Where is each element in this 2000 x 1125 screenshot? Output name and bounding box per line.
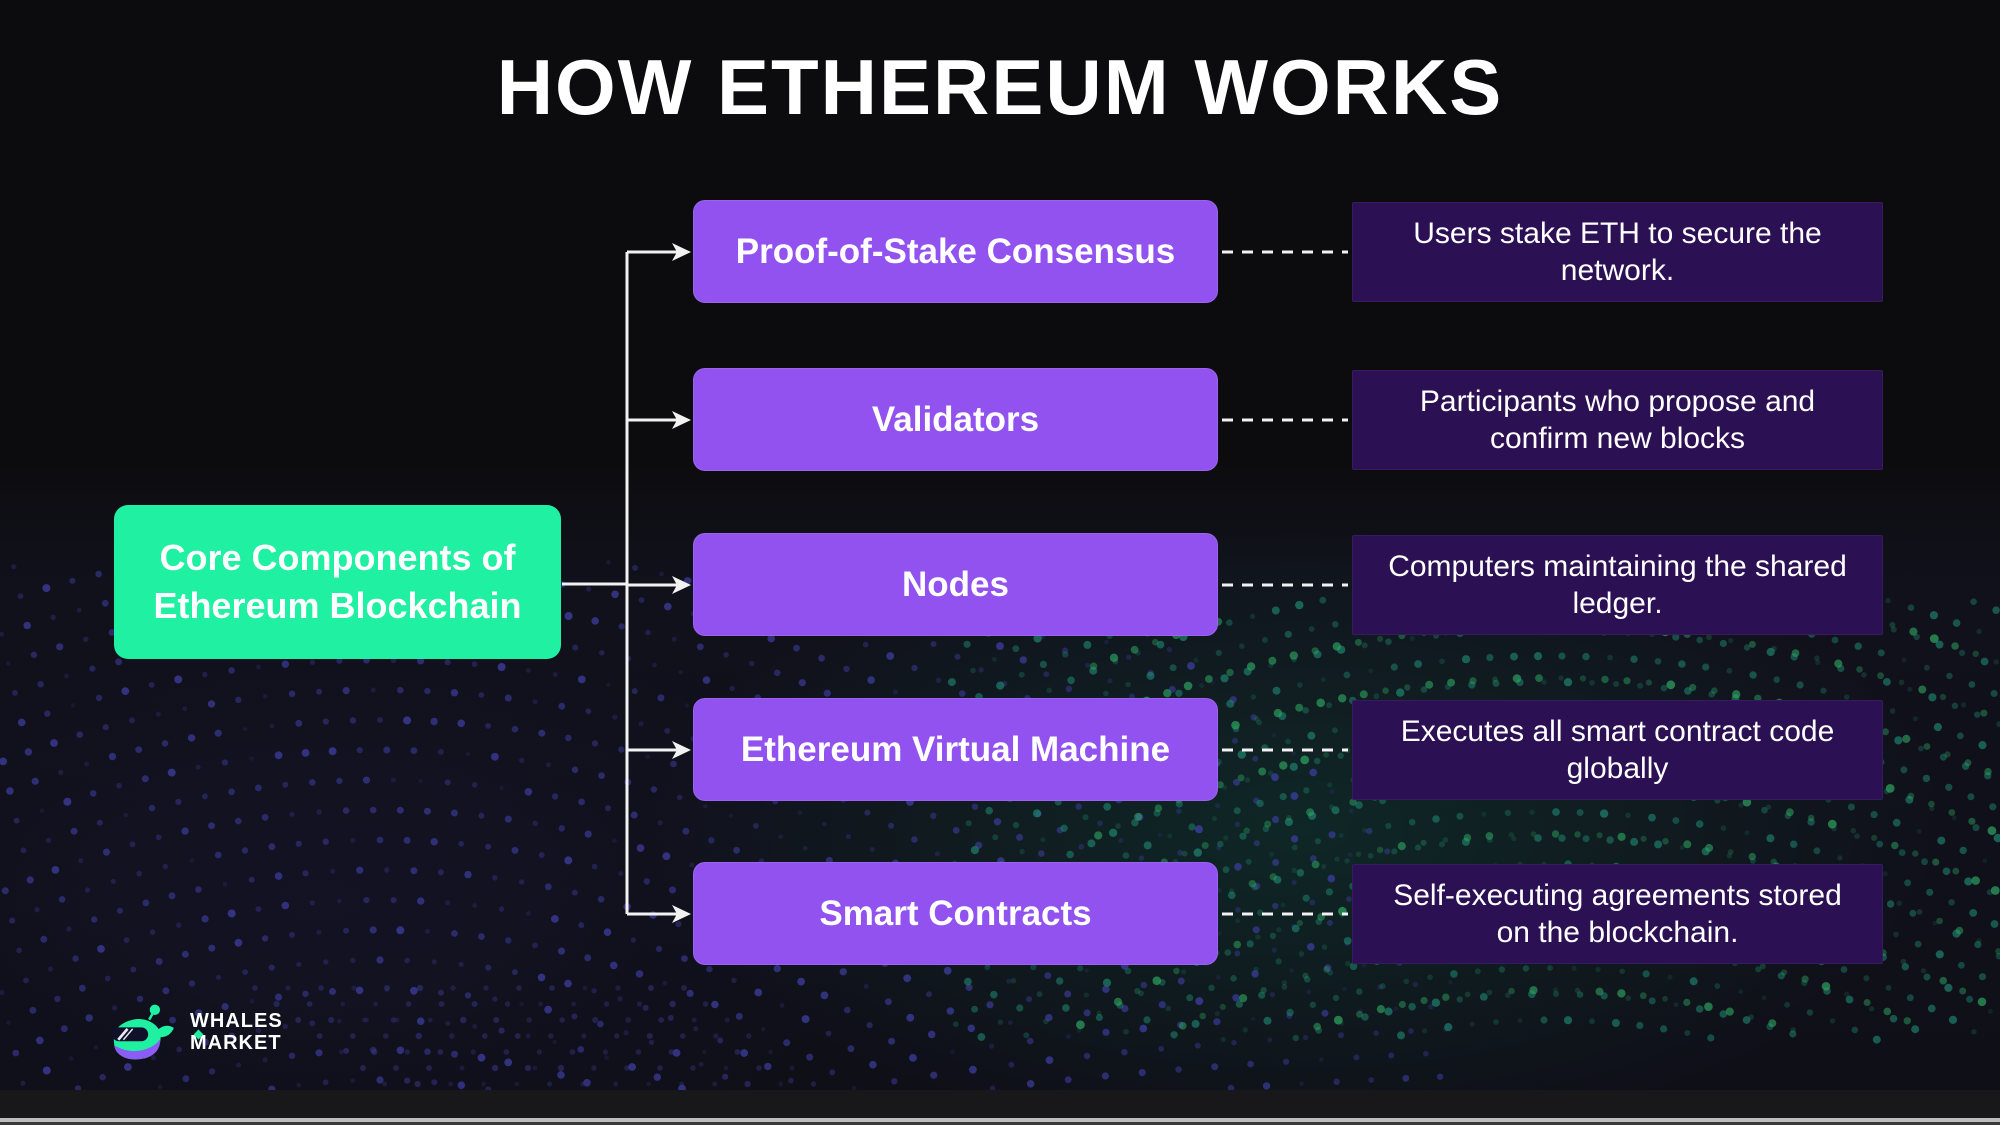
description-text: Executes all smart contract code globall… xyxy=(1400,714,1835,785)
logo-wordmark: WHALES MARKET xyxy=(190,1010,283,1054)
component-box-smart-contracts: Smart Contracts xyxy=(693,862,1218,965)
description-box-proof-of-stake: Users stake ETH to secure the network. xyxy=(1352,202,1883,302)
description-box-validators: Participants who propose and confirm new… xyxy=(1352,370,1883,470)
component-box-validators: Validators xyxy=(693,368,1218,471)
logo-line-2: MARKET xyxy=(190,1032,282,1054)
component-box-proof-of-stake: Proof-of-Stake Consensus xyxy=(693,200,1218,303)
root-node-core-components: Core Components of Ethereum Blockchain xyxy=(114,505,561,659)
description-text: Computers maintaining the shared ledger. xyxy=(1388,549,1847,620)
description-text: Users stake ETH to secure the network. xyxy=(1413,216,1822,287)
description-box-evm: Executes all smart contract code globall… xyxy=(1352,700,1883,800)
bottom-edge-shadow xyxy=(0,1122,2000,1125)
whales-market-logo: WHALES MARKET xyxy=(110,1002,283,1062)
component-box-nodes: Nodes xyxy=(693,533,1218,636)
component-label: Smart Contracts xyxy=(819,893,1092,933)
component-label: Nodes xyxy=(902,564,1009,604)
description-text: Participants who propose and confirm new… xyxy=(1419,384,1816,455)
component-label: Ethereum Virtual Machine xyxy=(740,729,1171,769)
bottom-edge-line xyxy=(0,1118,2000,1122)
root-node-label: Core Components of Ethereum Blockchain xyxy=(153,536,522,626)
page-title: HOW ETHEREUM WORKS xyxy=(496,43,1504,131)
description-text: Self-executing agreements stored on the … xyxy=(1393,878,1842,949)
whale-icon xyxy=(112,1004,174,1060)
component-label: Proof-of-Stake Consensus xyxy=(735,231,1176,271)
component-label: Validators xyxy=(871,399,1040,439)
component-box-evm: Ethereum Virtual Machine xyxy=(693,698,1218,801)
logo-line-1: WHALES xyxy=(190,1010,283,1032)
description-box-smart-contracts: Self-executing agreements stored on the … xyxy=(1352,864,1883,964)
bottom-band xyxy=(0,1090,2000,1118)
description-box-nodes: Computers maintaining the shared ledger. xyxy=(1352,535,1883,635)
